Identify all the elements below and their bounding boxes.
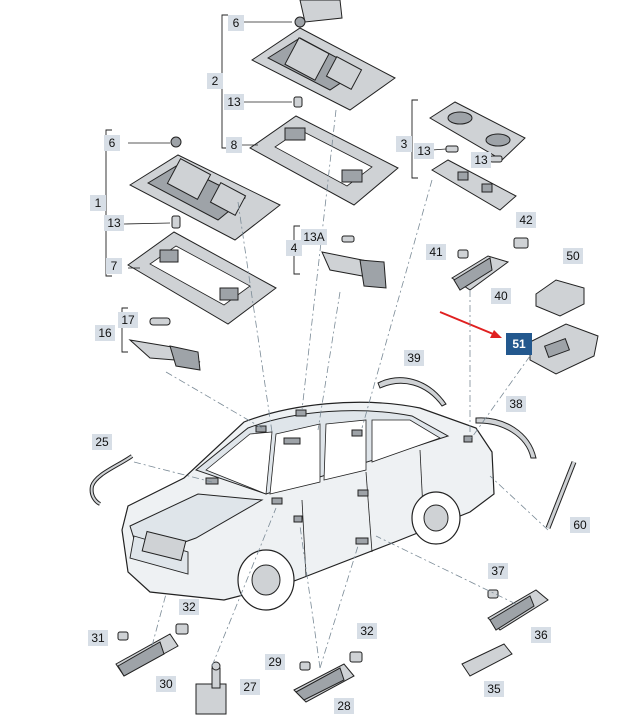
callout-13-right-a[interactable]: 13 (414, 143, 434, 159)
bulb-13-left (171, 215, 181, 229)
callout-30[interactable]: 30 (156, 676, 176, 692)
callout-8[interactable]: 8 (226, 137, 242, 153)
callout-51-highlighted[interactable]: 51 (506, 333, 532, 355)
car-light-markers (205, 409, 473, 545)
callout-25[interactable]: 25 (92, 434, 112, 450)
callout-3[interactable]: 3 (396, 136, 412, 152)
callout-36[interactable]: 36 (531, 627, 551, 643)
callout-32-right[interactable]: 32 (357, 623, 377, 639)
door-light-4 (321, 235, 387, 289)
callout-4[interactable]: 4 (286, 240, 302, 256)
callout-31[interactable]: 31 (88, 630, 108, 646)
lamp-36 (487, 589, 549, 631)
bulb-6-left (170, 136, 182, 148)
lamp-40 (451, 237, 529, 291)
callout-17[interactable]: 17 (118, 312, 138, 328)
cable-25 (89, 454, 134, 506)
callout-27[interactable]: 27 (240, 679, 260, 695)
callout-38[interactable]: 38 (506, 396, 526, 412)
callout-16[interactable]: 16 (95, 325, 115, 341)
overhead-console-upper (251, 0, 396, 111)
housing-51 (529, 323, 599, 375)
callout-39[interactable]: 39 (404, 350, 424, 366)
frame-8 (249, 115, 399, 206)
callout-40[interactable]: 40 (491, 288, 511, 304)
callout-37[interactable]: 37 (488, 563, 508, 579)
lens-35 (461, 643, 513, 677)
callout-6-top[interactable]: 6 (228, 15, 244, 31)
switch-27 (195, 661, 227, 715)
red-arrow (439, 311, 502, 338)
callout-29[interactable]: 29 (265, 654, 285, 670)
luggage-light-16 (128, 317, 201, 371)
callout-28[interactable]: 28 (334, 698, 354, 714)
callout-6-left[interactable]: 6 (104, 135, 120, 151)
callout-32-left[interactable]: 32 (179, 599, 199, 615)
callout-1[interactable]: 1 (90, 195, 106, 211)
bulb-13-top (293, 96, 303, 108)
trim-39 (377, 377, 447, 407)
callout-41[interactable]: 41 (426, 244, 446, 260)
gas-strut-60 (545, 461, 577, 529)
housing-50 (535, 279, 585, 317)
bulb-6-top (294, 16, 306, 28)
overhead-console-lower (128, 154, 281, 241)
callout-2[interactable]: 2 (207, 73, 223, 89)
lens-frame-3 (431, 159, 517, 211)
lamp-30 (115, 623, 189, 677)
group-1-bracket (105, 129, 171, 277)
group-3-bracket (411, 99, 447, 179)
callout-42[interactable]: 42 (516, 212, 536, 228)
callout-50[interactable]: 50 (563, 248, 583, 264)
callout-35[interactable]: 35 (484, 681, 504, 697)
wheel-front (237, 549, 295, 611)
callout-60[interactable]: 60 (570, 517, 590, 533)
callout-13A[interactable]: 13A (301, 229, 327, 245)
callout-13-left[interactable]: 13 (104, 215, 124, 231)
group-16-bracket (121, 307, 128, 353)
leader-lines (133, 109, 549, 669)
frame-7 (127, 231, 277, 325)
reading-light-3 (429, 101, 526, 161)
trim-38 (475, 417, 537, 459)
wheel-rear (411, 491, 461, 545)
callout-7[interactable]: 7 (106, 258, 122, 274)
lamp-28 (293, 651, 363, 703)
callout-13-right-b[interactable]: 13 (471, 152, 491, 168)
callout-13-top[interactable]: 13 (224, 94, 244, 110)
